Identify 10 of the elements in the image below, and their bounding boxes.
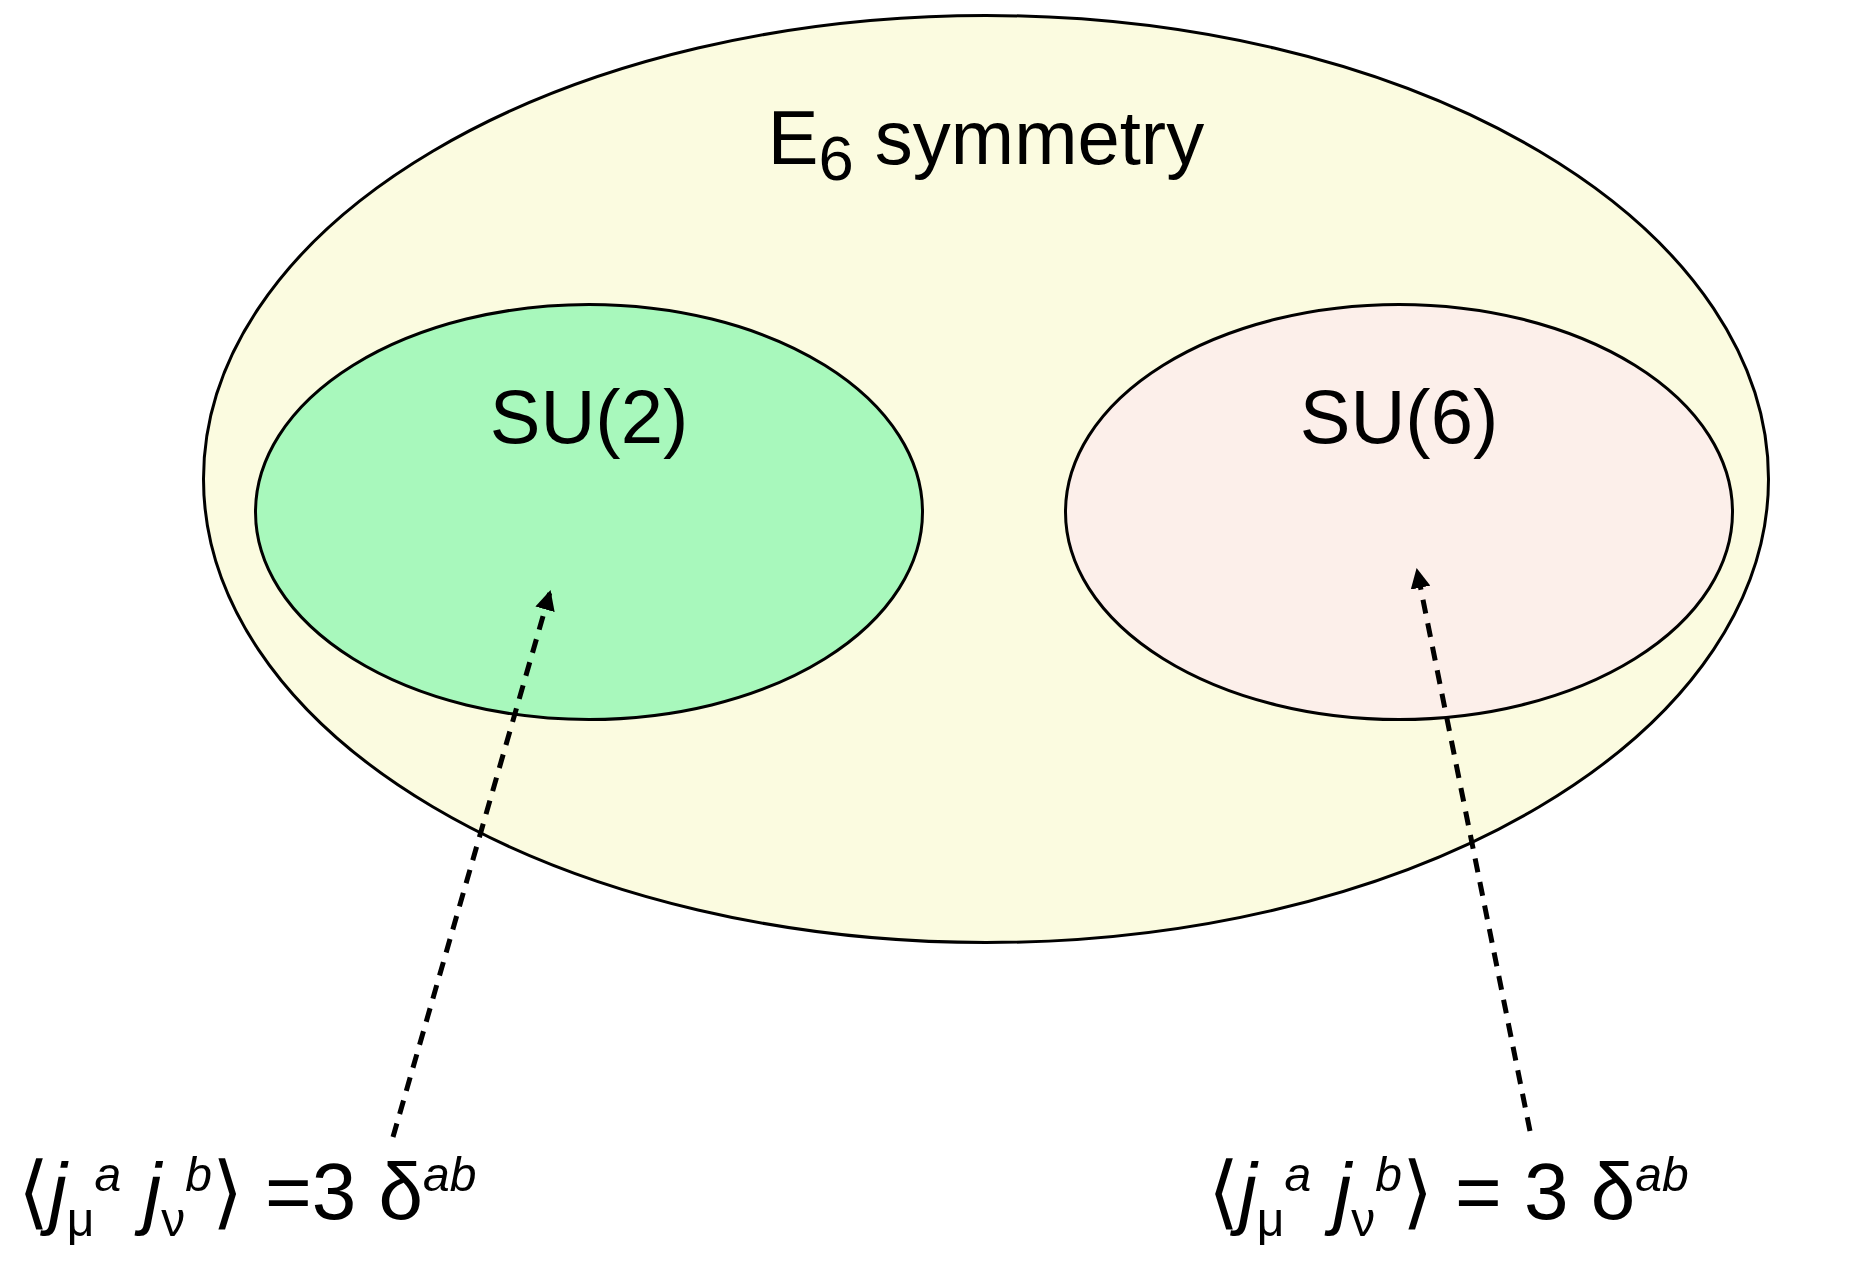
ellipse [202,14,1770,944]
dashed-arrow [390,590,555,1138]
node-label: SU(6) [1299,374,1499,459]
group-title: E$_{6}$ symmetry [767,95,1205,180]
ellipse [1064,303,1734,721]
dashed-arrow [1410,568,1533,1132]
formula-text: ⟨j$_{μ}$$^{a}$ j$_{ν}$$^{b}$⟩ = 3 δ$^{ab}$ [1208,1145,1689,1247]
ellipse [254,303,924,721]
node-label: SU(2) [489,374,689,459]
formula-text: ⟨j$_{μ}$$^{a}$ j$_{ν}$$^{b}$⟩ =3 δ$^{ab}$ [18,1145,477,1247]
